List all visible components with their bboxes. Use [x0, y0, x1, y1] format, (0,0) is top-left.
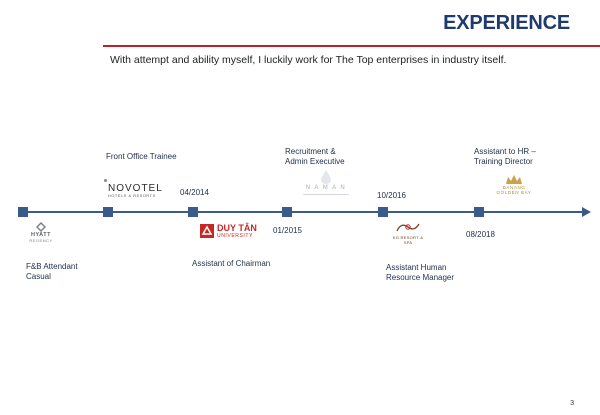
duytan-logo: DUY TÂN UNIVERSITY — [200, 224, 262, 242]
timeline-node-4 — [282, 207, 292, 217]
title-divider — [103, 45, 600, 47]
naman-logo: N A M A N — [296, 170, 356, 195]
naman-drop-icon — [321, 170, 331, 184]
timeline-node-3 — [188, 207, 198, 217]
novotel-dot-icon — [104, 179, 107, 182]
date-04-2014: 04/2014 — [180, 188, 209, 197]
date-08-2018: 08/2018 — [466, 230, 495, 239]
timeline-node-5 — [378, 207, 388, 217]
role-hr-manager: Assistant Human Resource Manager — [386, 263, 455, 282]
hyatt-emblem-icon — [36, 222, 46, 232]
page-title: EXPERIENCE — [443, 12, 570, 34]
role-hr-director: Assistant to HR – Training Director — [474, 147, 536, 166]
role-assistant-chairman: Assistant of Chairman — [192, 259, 271, 268]
hyatt-logo: HYATT REGENCY — [24, 222, 58, 243]
date-01-2015: 01/2015 — [273, 226, 302, 235]
page-number: 3 — [570, 400, 574, 407]
novotel-logo: NOVOTEL HOTELS & RESORTS — [104, 179, 178, 198]
timeline-line — [22, 211, 582, 213]
golden-crown-icon — [506, 175, 522, 184]
kg-resort-logo: KG RESORT & SPA — [390, 221, 426, 245]
timeline-node-1 — [18, 207, 28, 217]
kg-swirl-icon — [396, 223, 420, 232]
role-recruitment: Recruitment & Admin Executive — [285, 147, 345, 166]
timeline-arrow — [582, 207, 591, 217]
role-front-office: Front Office Trainee — [106, 152, 177, 161]
date-10-2016: 10/2016 — [377, 191, 406, 200]
danang-golden-bay-logo: DANANG GOLDEN BAY — [494, 174, 534, 195]
role-fb-attendant: F&B Attendant Casual — [26, 262, 78, 281]
timeline-node-2 — [103, 207, 113, 217]
timeline-node-6 — [474, 207, 484, 217]
duytan-emblem-icon — [200, 224, 214, 238]
intro-text: With attempt and ability myself, I lucki… — [110, 54, 507, 66]
